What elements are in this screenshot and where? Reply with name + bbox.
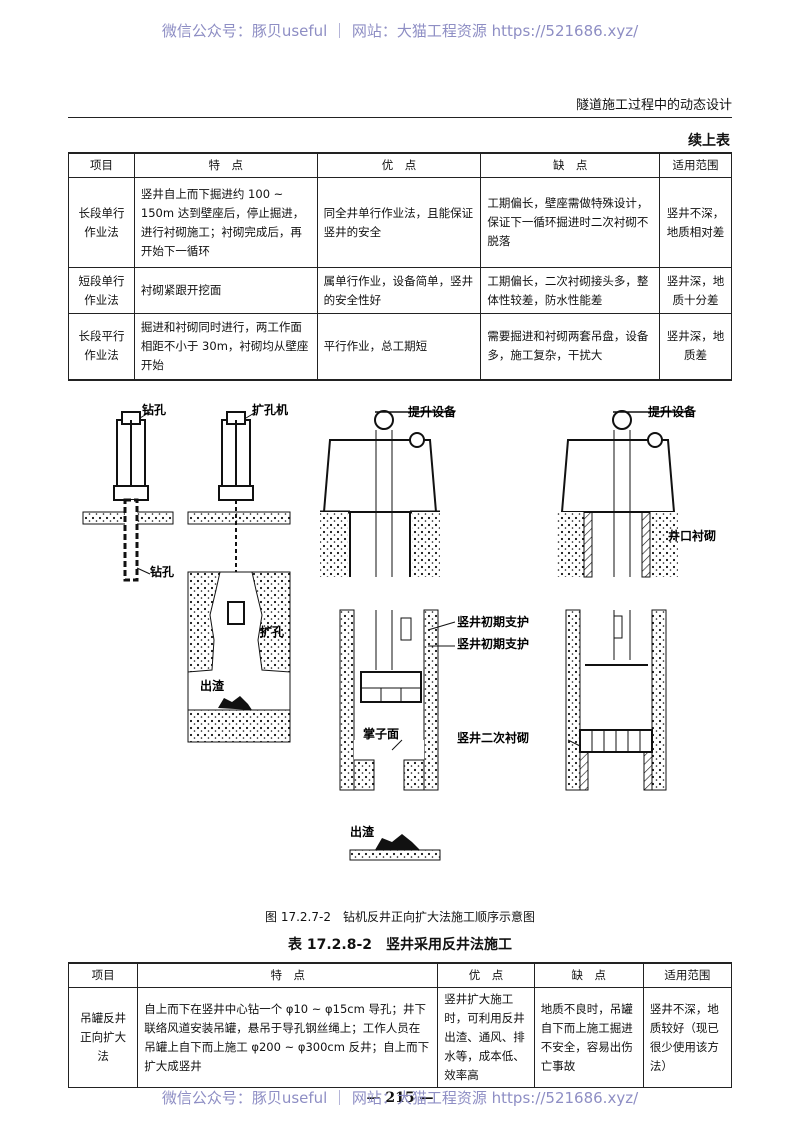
watermark-bottom: 微信公众号：豚贝useful ｜ 网站：大猫工程资源 https://52168… bbox=[161, 1089, 639, 1107]
row-pros: 同全井单行作业法，且能保证竖井的安全 bbox=[316, 177, 482, 268]
panel-reaming bbox=[187, 411, 291, 743]
initial-support-left bbox=[339, 609, 355, 791]
header-scope: 适用范围 bbox=[659, 152, 732, 178]
label-ream: 扩孔 bbox=[260, 624, 284, 639]
header-cons: 缺 点 bbox=[533, 962, 644, 988]
hoist-sheave bbox=[374, 410, 394, 430]
table-row: 吊罐反井正向扩大法 自上而下在竖井中心钻一个 φ10 ~ φ15cm 导孔；井下… bbox=[67, 987, 733, 1088]
row-pros: 竖井扩大施工时，可利用反井出渣、通风、排水等，成本低、效率高 bbox=[437, 987, 535, 1088]
headframe bbox=[322, 439, 438, 513]
figure-labels: 钻孔 扩孔机 钻孔 扩孔 出渣 提升设备 提升设备 井口衬砌 竖井初期支护 竖井… bbox=[142, 402, 716, 839]
ground-surface bbox=[187, 511, 291, 525]
label-collar-lining: 井口衬砌 bbox=[668, 528, 716, 543]
label-secondary-lining: 竖井二次衬砌 bbox=[457, 730, 529, 745]
label-muck-2: 出渣 bbox=[350, 824, 375, 839]
reamer-head bbox=[227, 601, 245, 625]
muck-pile bbox=[375, 834, 420, 850]
row-cons: 地质不良时，吊罐自下而上施工掘进不安全，容易出伤亡事故 bbox=[533, 987, 644, 1088]
page-number: — 215 — bbox=[366, 1090, 434, 1106]
header-item: 项目 bbox=[67, 962, 139, 988]
label-face: 掌子面 bbox=[363, 726, 399, 741]
initial-support-right bbox=[423, 609, 439, 791]
label-reamer: 扩孔机 bbox=[252, 402, 288, 417]
watermark-top: 微信公众号：豚贝useful ｜ 网站：大猫工程资源 https://52168… bbox=[161, 22, 639, 40]
label-initial-support-1: 竖井初期支护 bbox=[457, 614, 529, 629]
construction-sequence-figure: 钻孔 扩孔机 钻孔 扩孔 出渣 提升设备 提升设备 井口衬砌 竖井初期支护 竖井… bbox=[82, 402, 716, 861]
row-item: 吊罐反井正向扩大法 bbox=[67, 987, 139, 1088]
row-scope: 竖井深，地质差 bbox=[659, 313, 732, 380]
row-features: 竖井自上而下掘进约 100 ~ 150m 达到壁座后，停止掘进，进行衬砌施工；衬… bbox=[133, 177, 318, 268]
secondary-lining bbox=[579, 751, 589, 791]
table-row: 长段平行作业法 掘进和衬砌同时进行，两工作面相距不小于 30m，衬砌均从壁座开始… bbox=[68, 313, 732, 380]
label-initial-support-2: 竖井初期支护 bbox=[457, 636, 529, 651]
table-reverse-shaft: 项目 特 点 优 点 缺 点 适用范围 吊罐反井正向扩大法 自上而下在竖井中心钻… bbox=[67, 962, 733, 1088]
header-cons: 缺 点 bbox=[480, 152, 661, 178]
table-header-row: 项目 特 点 优 点 缺 点 适用范围 bbox=[68, 152, 732, 178]
row-features: 掘进和衬砌同时进行，两工作面相距不小于 30m，衬砌均从壁座开始 bbox=[133, 313, 318, 380]
header-features: 特 点 bbox=[137, 962, 439, 988]
row-item: 长段平行作业法 bbox=[68, 313, 135, 380]
row-scope: 竖井深，地质十分差 bbox=[659, 267, 732, 314]
label-drill-hole-top: 钻孔 bbox=[142, 402, 166, 417]
table-row: 短段单行作业法 衬砌紧跟开挖面 属单行作业，设备简单，竖井的安全性好 工期偏长，… bbox=[68, 267, 732, 314]
header-rule bbox=[68, 117, 732, 118]
label-muck-1: 出渣 bbox=[200, 678, 225, 693]
figure-caption: 图 17.2.7-2 钻机反井正向扩大法施工顺序示意图 bbox=[265, 910, 535, 924]
hoist-sheave bbox=[612, 410, 632, 430]
running-title: 隧道施工过程中的动态设计 bbox=[575, 98, 732, 113]
row-scope: 竖井不深，地质较好（现已很少使用该方法） bbox=[642, 987, 733, 1088]
headframe bbox=[560, 439, 676, 513]
header-pros: 优 点 bbox=[316, 152, 482, 178]
header-features: 特 点 bbox=[133, 152, 318, 178]
row-features: 衬砌紧跟开挖面 bbox=[133, 267, 318, 314]
row-item: 短段单行作业法 bbox=[68, 267, 135, 314]
row-item: 长段单行作业法 bbox=[68, 177, 135, 268]
panel-pilot-drilling bbox=[82, 411, 174, 582]
row-features: 自上而下在竖井中心钻一个 φ10 ~ φ15cm 导孔；井下联络风道安装吊罐，悬… bbox=[137, 987, 439, 1088]
row-pros: 属单行作业，设备简单，竖井的安全性好 bbox=[316, 267, 482, 314]
continued-label: 续上表 bbox=[688, 133, 730, 149]
row-cons: 需要掘进和衬砌两套吊盘，设备多，施工复杂，干扰大 bbox=[480, 313, 661, 380]
header-scope: 适用范围 bbox=[642, 962, 733, 988]
row-pros: 平行作业，总工期短 bbox=[316, 313, 482, 380]
label-hoist-2: 提升设备 bbox=[648, 404, 697, 419]
label-hoist-1: 提升设备 bbox=[408, 404, 457, 419]
label-drill-hole-bottom: 钻孔 bbox=[150, 564, 174, 579]
table-continued: 项目 特 点 优 点 缺 点 适用范围 长段单行作业法 竖井自上而下掘进约 10… bbox=[68, 152, 732, 381]
header-pros: 优 点 bbox=[437, 962, 535, 988]
drill-string bbox=[123, 498, 139, 582]
hanging-scaffold bbox=[360, 671, 422, 703]
row-cons: 工期偏长，壁座需做特殊设计，保证下一循环掘进时二次衬砌不脱落 bbox=[480, 177, 661, 268]
panel-lining bbox=[556, 410, 690, 791]
table-header-row: 项目 特 点 优 点 缺 点 适用范围 bbox=[67, 962, 733, 988]
panel-shaft-sinking bbox=[320, 410, 456, 861]
row-cons: 工期偏长，二次衬砌接头多，整体性较差，防水性能差 bbox=[480, 267, 661, 314]
table-row: 长段单行作业法 竖井自上而下掘进约 100 ~ 150m 达到壁座后，停止掘进，… bbox=[68, 177, 732, 268]
header-item: 项目 bbox=[68, 152, 135, 178]
table-title: 表 17.2.8-2 竖井采用反井法施工 bbox=[287, 937, 513, 953]
muck-pile bbox=[218, 696, 252, 710]
collar-lining bbox=[583, 511, 593, 578]
row-scope: 竖井不深，地质相对差 bbox=[659, 177, 732, 268]
